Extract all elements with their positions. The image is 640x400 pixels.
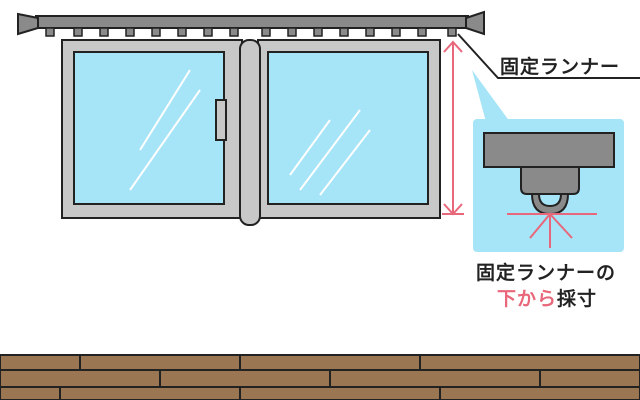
runner-label: 固定ランナー <box>500 56 621 78</box>
runner-detail-callout <box>472 70 624 252</box>
caption-line1: 固定ランナーの <box>476 262 617 284</box>
rail-end-cap-left <box>17 12 39 36</box>
caption-rest: 採寸 <box>557 288 598 310</box>
caption-highlight: 下から <box>497 288 558 310</box>
window <box>61 39 441 226</box>
caption-line2: 下から採寸 <box>497 284 597 311</box>
runners <box>45 27 457 37</box>
height-measure-arrow <box>442 40 464 216</box>
wooden-floor <box>0 354 640 400</box>
rail-end-cap-right <box>465 10 485 36</box>
curtain-rail <box>17 10 485 37</box>
window-lock <box>215 99 227 141</box>
leader-line <box>457 33 640 79</box>
